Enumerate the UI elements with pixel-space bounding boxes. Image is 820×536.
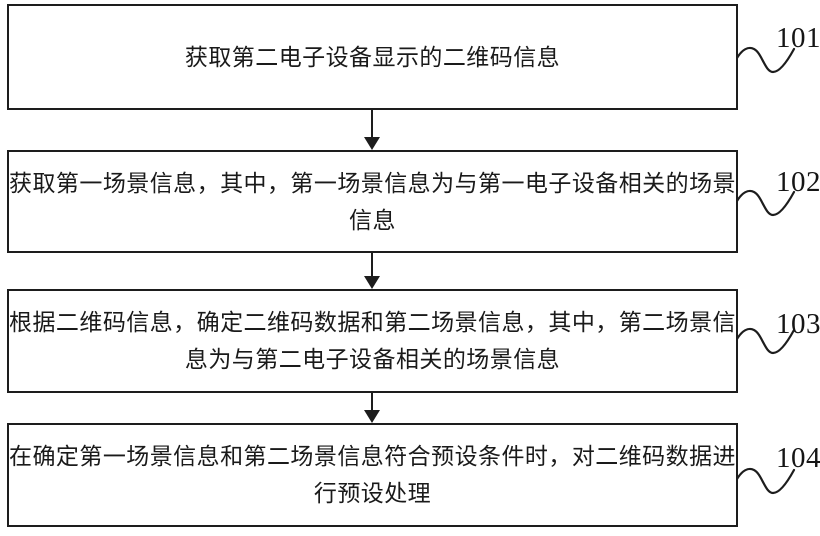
step-number-104: 104 [776, 442, 820, 474]
arrow-stem [371, 393, 373, 411]
process-box-102-text-line1: 获取第一场景信息，其中，第一场景信息为与第一电子设备相关的场景 [9, 170, 736, 196]
step-number-102: 102 [776, 166, 820, 198]
down-arrow-3 [364, 393, 380, 423]
reference-squiggle-104 [736, 467, 796, 495]
process-box-103-text-line1: 根据二维码信息，确定二维码数据和第二场景信息，其中，第二场景信 [9, 310, 736, 335]
arrow-stem [371, 253, 373, 277]
process-box-104-text-line1: 在确定第一场景信息和第二场景信息符合预设条件时，对二维码数据进 [9, 444, 736, 469]
arrow-stem [371, 110, 373, 138]
arrowhead-icon [364, 410, 380, 423]
arrowhead-icon [364, 276, 380, 289]
process-box-101: 获取第二电子设备显示的二维码信息 [7, 4, 738, 110]
arrowhead-icon [364, 137, 380, 150]
down-arrow-2 [364, 253, 380, 289]
process-box-102: 获取第一场景信息，其中，第一场景信息为与第一电子设备相关的场景 信息 [7, 150, 738, 253]
reference-squiggle-103 [736, 327, 796, 355]
process-box-103: 根据二维码信息，确定二维码数据和第二场景信息，其中，第二场景信 息为与第二电子设… [7, 289, 738, 393]
process-box-103-text-line2: 息为与第二电子设备相关的场景信息 [184, 347, 561, 372]
step-number-103: 103 [776, 308, 820, 340]
down-arrow-1 [364, 110, 380, 150]
process-box-104-text-line2: 行预设处理 [313, 481, 432, 506]
reference-squiggle-101 [736, 46, 796, 74]
reference-squiggle-102 [736, 189, 796, 217]
step-number-101: 101 [776, 22, 820, 54]
process-box-101-text: 获取第二电子设备显示的二维码信息 [184, 44, 561, 70]
process-box-102-text-line2: 信息 [349, 207, 396, 233]
process-box-104: 在确定第一场景信息和第二场景信息符合预设条件时，对二维码数据进 行预设处理 [7, 423, 738, 527]
